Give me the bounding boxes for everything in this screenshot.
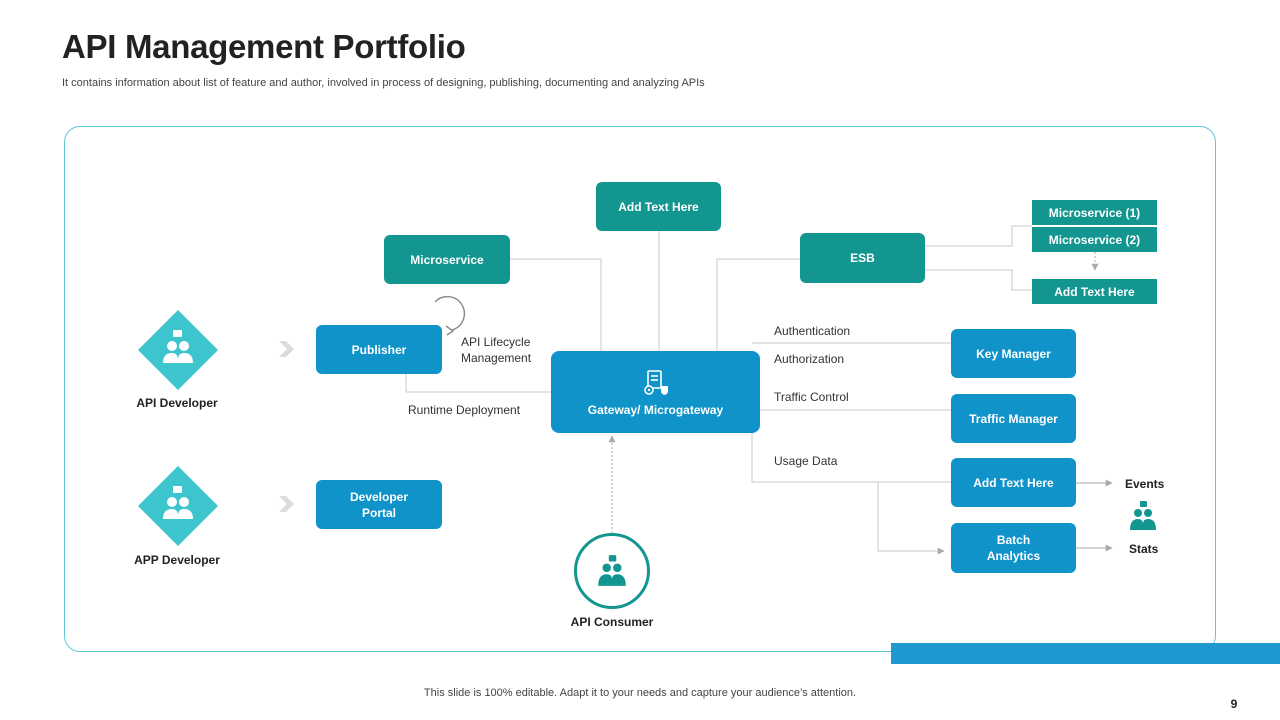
- batch-analytics-box[interactable]: Batch Analytics: [951, 523, 1076, 573]
- chevron-right-icon: [279, 341, 294, 357]
- gateway-box[interactable]: Gateway/ Microgateway: [551, 351, 760, 433]
- add-text-bottom-box[interactable]: Add Text Here: [951, 458, 1076, 507]
- api-developer-label: API Developer: [136, 396, 218, 410]
- authorization-label: Authorization: [774, 352, 845, 366]
- page-number: 9: [1230, 697, 1238, 711]
- microservice-2-box[interactable]: Microservice (2): [1032, 227, 1157, 252]
- line-esb-addtext: [925, 269, 1032, 291]
- users-icon: [163, 330, 193, 363]
- stats-label: Stats: [1129, 542, 1159, 556]
- server-gear-icon: [643, 370, 668, 395]
- api-developer-diamond: [138, 310, 218, 390]
- page-subtitle: It contains information about list of fe…: [62, 77, 705, 89]
- chevron-right-icon: [279, 496, 294, 512]
- gateway-label: Gateway/ Microgateway: [587, 403, 724, 417]
- usage-data-label: Usage Data: [774, 454, 838, 468]
- traffic-manager-box[interactable]: Traffic Manager: [951, 394, 1076, 443]
- publisher-box[interactable]: Publisher: [316, 325, 442, 374]
- diagram-frame: [64, 126, 1216, 652]
- runtime-deployment-label: Runtime Deployment: [408, 403, 521, 417]
- page-title: API Management Portfolio: [62, 28, 466, 65]
- refresh-cycle-icon: [434, 295, 466, 336]
- esb-box[interactable]: ESB: [800, 233, 925, 283]
- line-publisher-gateway: [405, 374, 551, 393]
- events-label: Events: [1125, 477, 1165, 491]
- line-esb-gateway: [716, 258, 800, 351]
- authentication-label: Authentication: [774, 324, 851, 338]
- developer-portal-box[interactable]: Developer Portal: [316, 480, 442, 529]
- accent-bar: [891, 643, 1280, 664]
- microservice-box[interactable]: Microservice: [384, 235, 510, 284]
- arrow-batch-analytics: [877, 482, 945, 555]
- users-icon: [598, 555, 626, 586]
- footer-note: This slide is 100% editable. Adapt it to…: [423, 687, 857, 699]
- api-consumer-label: API Consumer: [570, 615, 654, 629]
- line-esb-ms1: [925, 225, 1032, 247]
- traffic-control-label: Traffic Control: [774, 390, 849, 404]
- app-developer-diamond: [138, 466, 218, 546]
- users-icon: [163, 486, 193, 519]
- api-consumer-circle: [574, 533, 650, 609]
- users-icon: [1130, 501, 1156, 530]
- key-manager-box[interactable]: Key Manager: [951, 329, 1076, 378]
- app-developer-label: APP Developer: [134, 553, 220, 567]
- microservice-1-box[interactable]: Microservice (1): [1032, 200, 1157, 225]
- line-usage-data: [751, 420, 951, 483]
- api-lifecycle-label: API Lifecycle Management: [461, 335, 532, 365]
- add-text-top-box[interactable]: Add Text Here: [596, 182, 721, 231]
- add-text-right-box[interactable]: Add Text Here: [1032, 279, 1157, 304]
- line-microservice-gateway: [510, 258, 602, 351]
